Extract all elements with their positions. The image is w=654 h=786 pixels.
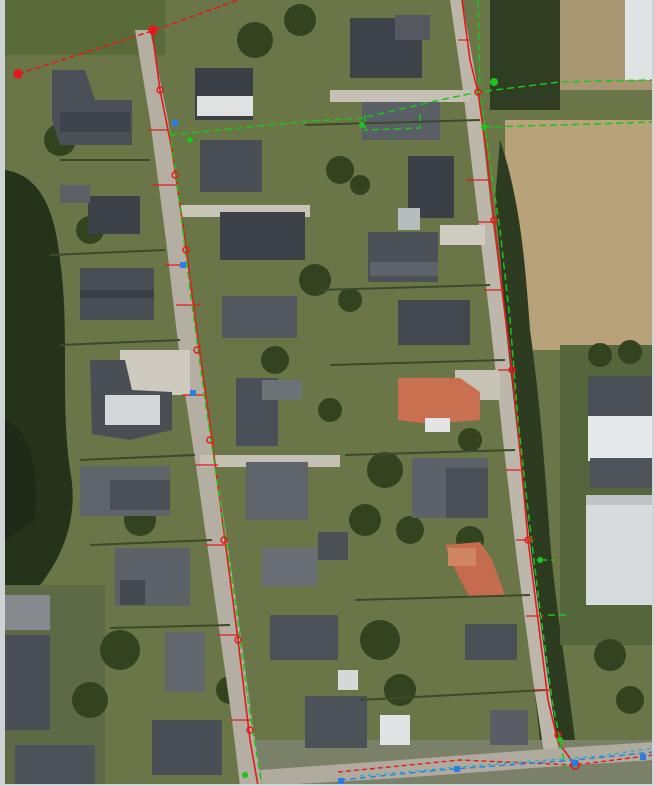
buildings-west (5, 70, 222, 785)
industrial-buildings (586, 0, 654, 605)
network-nodes-blue[interactable] (172, 120, 646, 784)
property-boundaries (49, 119, 546, 701)
buildings-central (195, 68, 410, 748)
viewport-border-right (652, 0, 654, 786)
utility-line-blue[interactable] (339, 747, 654, 781)
vegetation-clusters (44, 4, 644, 718)
viewport-border-bottom (0, 784, 654, 786)
buildings-east (350, 15, 528, 745)
network-nodes-red[interactable] (13, 25, 580, 770)
viewport-border-left (0, 0, 5, 786)
network-nodes-green[interactable] (187, 78, 563, 778)
